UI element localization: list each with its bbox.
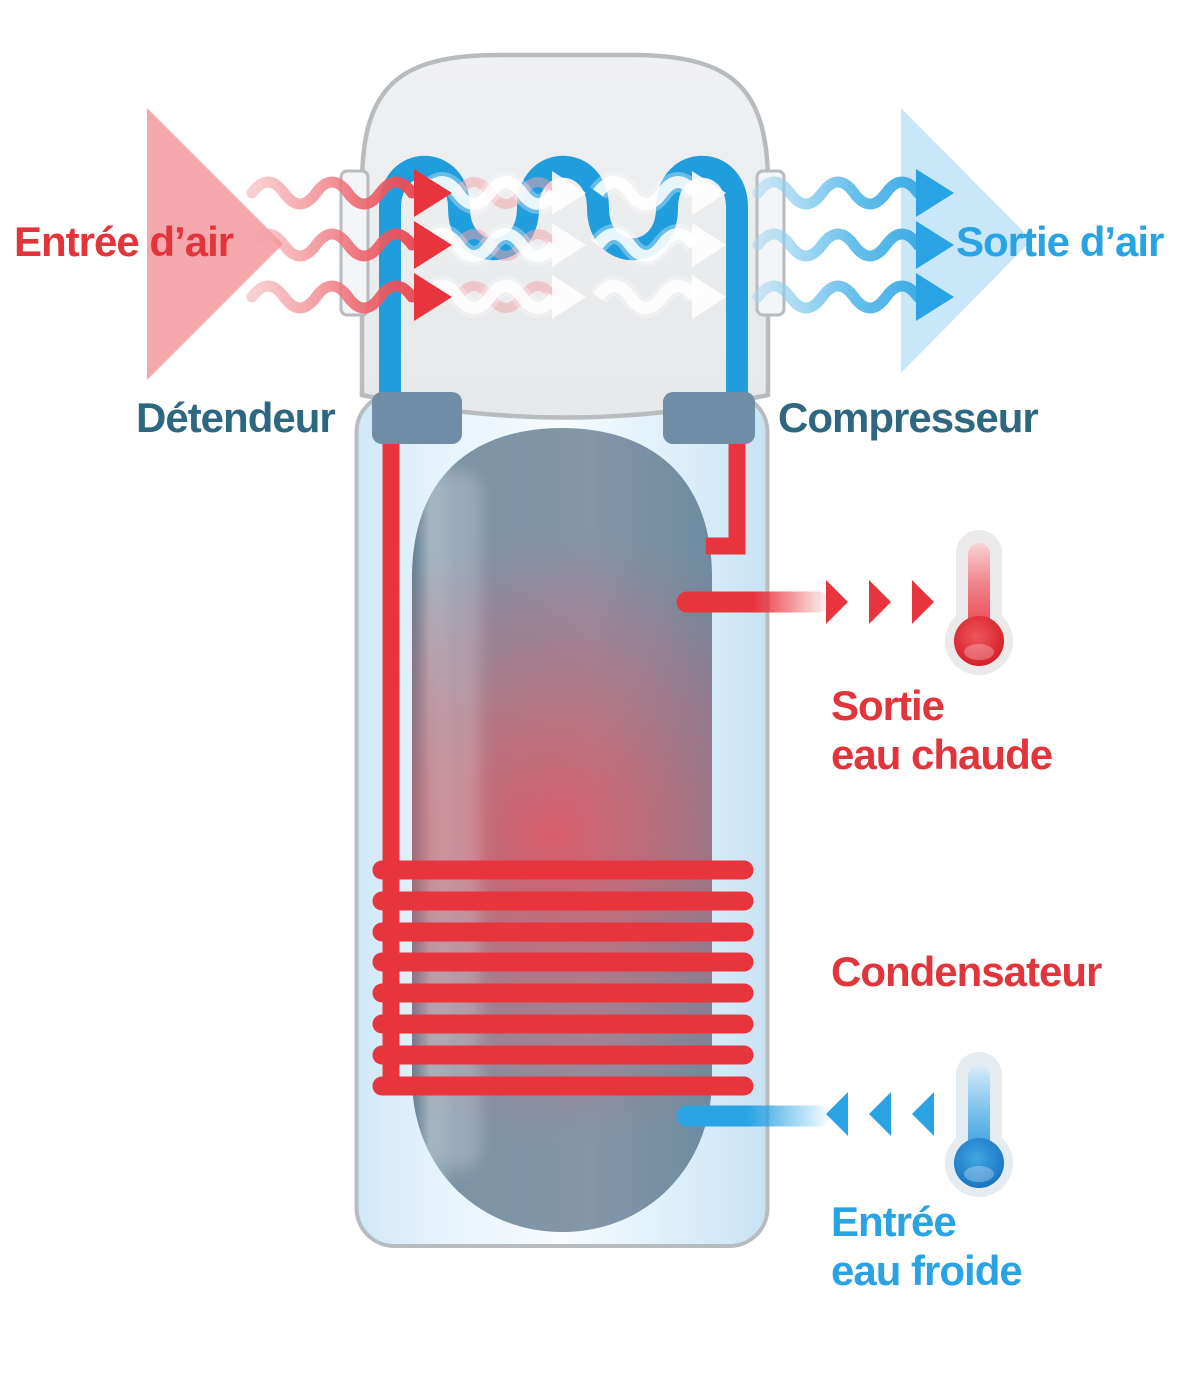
cold-thermometer-icon (945, 1052, 1013, 1197)
label-compressor: Compresseur (778, 394, 1039, 441)
label-hot-water-line1: Sortie (831, 682, 945, 729)
label-hot-water-outlet: Sortie eau chaude (831, 682, 1053, 779)
label-expansion-valve: Détendeur (136, 394, 336, 441)
compressor-box (663, 392, 755, 444)
label-cold-water-line2: eau froide (831, 1246, 1023, 1294)
label-hot-water-line2: eau chaude (831, 730, 1053, 778)
faded-warm-air-waves (453, 177, 559, 313)
air-out-arrows (752, 169, 954, 321)
label-cold-water-line1: Entrée (831, 1198, 957, 1245)
expansion-valve-box (372, 392, 462, 444)
air-inlet-triangle (147, 108, 283, 380)
condenser-coil (372, 860, 754, 1096)
air-in-arrows (246, 169, 452, 321)
cold-flow-arrows (826, 1092, 934, 1136)
label-cold-water-inlet: Entrée eau froide (831, 1198, 1023, 1295)
label-condenser: Condensateur (831, 948, 1102, 995)
label-air-outlet: Sortie d’air (956, 218, 1164, 265)
hot-flow-arrows (826, 580, 934, 624)
tank-highlight (434, 470, 480, 1170)
refrigerant-pipe-right (706, 440, 746, 555)
hot-thermometer-icon (945, 530, 1013, 675)
internal-air-arrows (417, 171, 726, 319)
label-air-inlet: Entrée d’air (14, 218, 234, 265)
